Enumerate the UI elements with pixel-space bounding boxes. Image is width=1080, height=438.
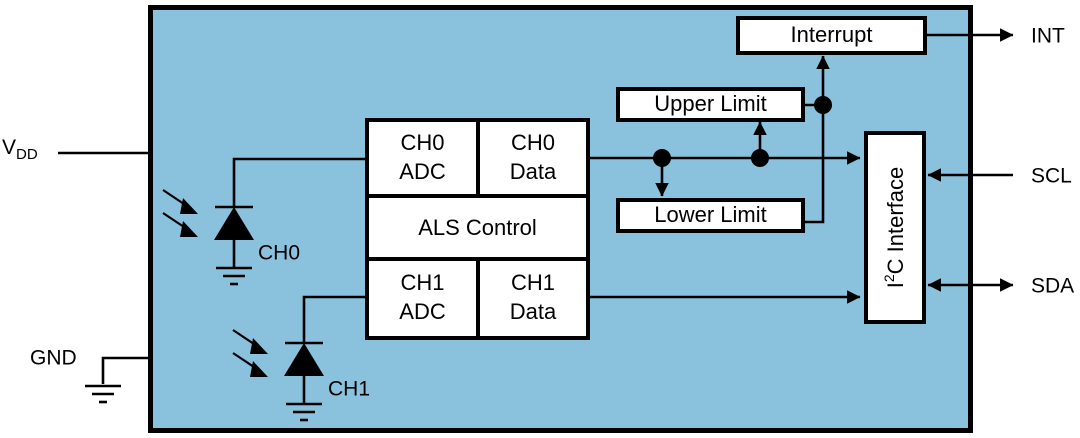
i2c-superscript: 2 (881, 274, 897, 282)
incident-light-arrow-icon-ch0 (162, 189, 198, 237)
block-ch1-adc-line2: ADC (399, 299, 446, 324)
block-ch0-data-line1: CH0 (511, 130, 555, 155)
photodiode-ch0-label: CH0 (258, 242, 300, 265)
ch1-diode-to-adc-wire (302, 295, 366, 343)
photodiode-ch1-label: CH1 (328, 378, 370, 401)
sda-label: SDA (1031, 275, 1074, 298)
block-upper-limit-label: Upper Limit (654, 91, 766, 116)
incident-light-arrow-icon-ch1 (232, 329, 268, 377)
photodiode-ch0: CH0 (162, 157, 366, 286)
ch0-diode-to-adc-wire (232, 157, 366, 207)
vdd-subscript: DD (16, 146, 38, 163)
block-interrupt[interactable] (736, 16, 927, 55)
ground-icon (85, 384, 121, 404)
scl-label: SCL (1031, 165, 1072, 188)
vdd-label: VDD (2, 136, 38, 163)
block-interrupt-label: Interrupt (791, 22, 873, 47)
pin-gnd: GND (30, 347, 151, 404)
block-ch1-data-line1: CH1 (511, 270, 555, 295)
block-ch1-data[interactable] (476, 257, 590, 340)
int-label: INT (1031, 25, 1065, 48)
gnd-label: GND (30, 347, 77, 370)
block-lower-limit[interactable] (616, 198, 805, 233)
pin-int: INT (925, 25, 1065, 48)
pin-scl: SCL (927, 165, 1072, 188)
block-als-control-label: ALS Control (418, 215, 537, 240)
block-ch1-adc[interactable] (365, 257, 480, 340)
i2c-label-part1: I (883, 282, 908, 288)
pin-vdd: VDD (2, 136, 151, 163)
block-i2c-interface[interactable] (864, 131, 926, 324)
i2c-label-part2: C Interface (883, 167, 908, 275)
gnd-wire (101, 356, 151, 384)
photodiode-ch1: CH1 (232, 295, 370, 422)
block-ch0-adc-line1: CH0 (400, 130, 444, 155)
block-i2c-interface-label: I2C Interface (881, 167, 908, 289)
ground-icon-ch1 (286, 402, 322, 422)
junction-dot-lower (653, 149, 671, 167)
block-ch0-data-line2: Data (510, 159, 557, 184)
block-ch1-adc-line1: CH1 (400, 270, 444, 295)
block-ch1-data-line2: Data (510, 299, 557, 324)
ground-icon-ch0 (216, 266, 252, 286)
core-block-stack: CH0 ADC CH0 Data ALS Control CH1 ADC CH1… (365, 118, 590, 340)
block-lower-limit-label: Lower Limit (654, 202, 766, 227)
block-als-control[interactable] (365, 194, 590, 261)
block-ch0-adc[interactable] (365, 118, 480, 198)
block-ch0-adc-line2: ADC (399, 159, 446, 184)
junction-dot-interrupt (814, 96, 832, 114)
lower-limit-to-interrupt-wire (803, 105, 825, 224)
pin-sda: SDA (927, 275, 1074, 298)
junction-dot-upper (751, 149, 769, 167)
